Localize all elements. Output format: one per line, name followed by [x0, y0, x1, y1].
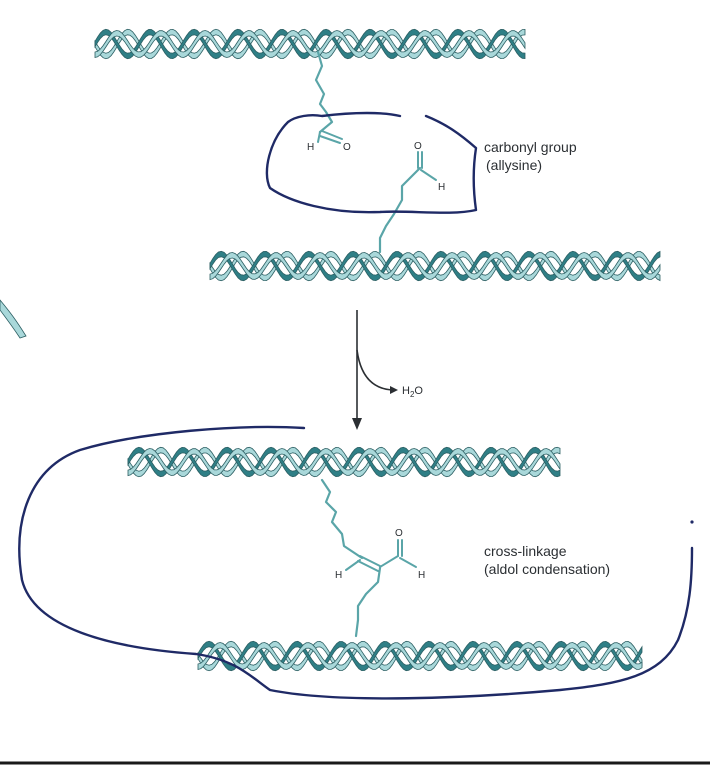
- crosslink-chain-lower: [354, 566, 382, 638]
- carbonyl-double-bond-upper-a: [321, 130, 343, 140]
- helix-strand: [197, 642, 643, 671]
- label-allysine: (allysine): [486, 157, 542, 173]
- helix-strand: [127, 446, 561, 478]
- helix-strand: [0, 299, 27, 339]
- label-carbonyl-group: carbonyl group: [484, 139, 577, 155]
- carbonyl-bond-h-lower: [420, 169, 437, 181]
- atom-h-aldehyde: H: [418, 570, 425, 581]
- partial-helix-left-edge: [0, 299, 27, 339]
- side-chain-upper: [314, 50, 334, 134]
- collagen-helix-top-2: [209, 250, 661, 282]
- ink-dot: [690, 520, 694, 524]
- collagen-helix-top-1: [94, 28, 526, 60]
- crosslink-double-bond-a: [359, 555, 381, 567]
- helix-strand: [127, 448, 561, 477]
- crosslink-bond-aldehyde: [379, 555, 399, 568]
- label-water: H2O: [402, 385, 423, 399]
- label-cross-linkage: cross-linkage: [484, 543, 567, 559]
- atom-o-upper: O: [343, 142, 351, 153]
- atom-o-aldehyde: O: [395, 528, 403, 539]
- label-aldol-condensation: (aldol condensation): [484, 561, 610, 577]
- carbonyl-double-bond-upper-b: [319, 135, 341, 144]
- water-release-curve: [356, 349, 393, 391]
- atom-h-lower: H: [438, 182, 445, 193]
- collagen-helix-bottom-1: [127, 446, 561, 478]
- ink-loop-carbonyl: [265, 111, 478, 214]
- crosslink-chain-upper: [320, 478, 364, 560]
- crosslink-double-bond-b: [357, 560, 379, 572]
- side-chain-lower: [378, 166, 422, 254]
- reaction-arrow-head: [352, 418, 362, 430]
- helix-strand: [94, 30, 526, 59]
- water-release-arrow-head: [390, 386, 398, 394]
- atom-h-upper: H: [307, 142, 314, 153]
- atom-h-crosslink: H: [335, 570, 342, 581]
- atom-o-lower: O: [414, 141, 422, 152]
- aldehyde-bond-h: [399, 557, 417, 568]
- helix-strand: [209, 252, 661, 281]
- collagen-helix-bottom-2: [197, 640, 643, 672]
- carbonyl-bond-h-upper: [317, 131, 321, 143]
- helix-strand: [94, 28, 526, 60]
- ink-loop-crosslink: [18, 425, 694, 700]
